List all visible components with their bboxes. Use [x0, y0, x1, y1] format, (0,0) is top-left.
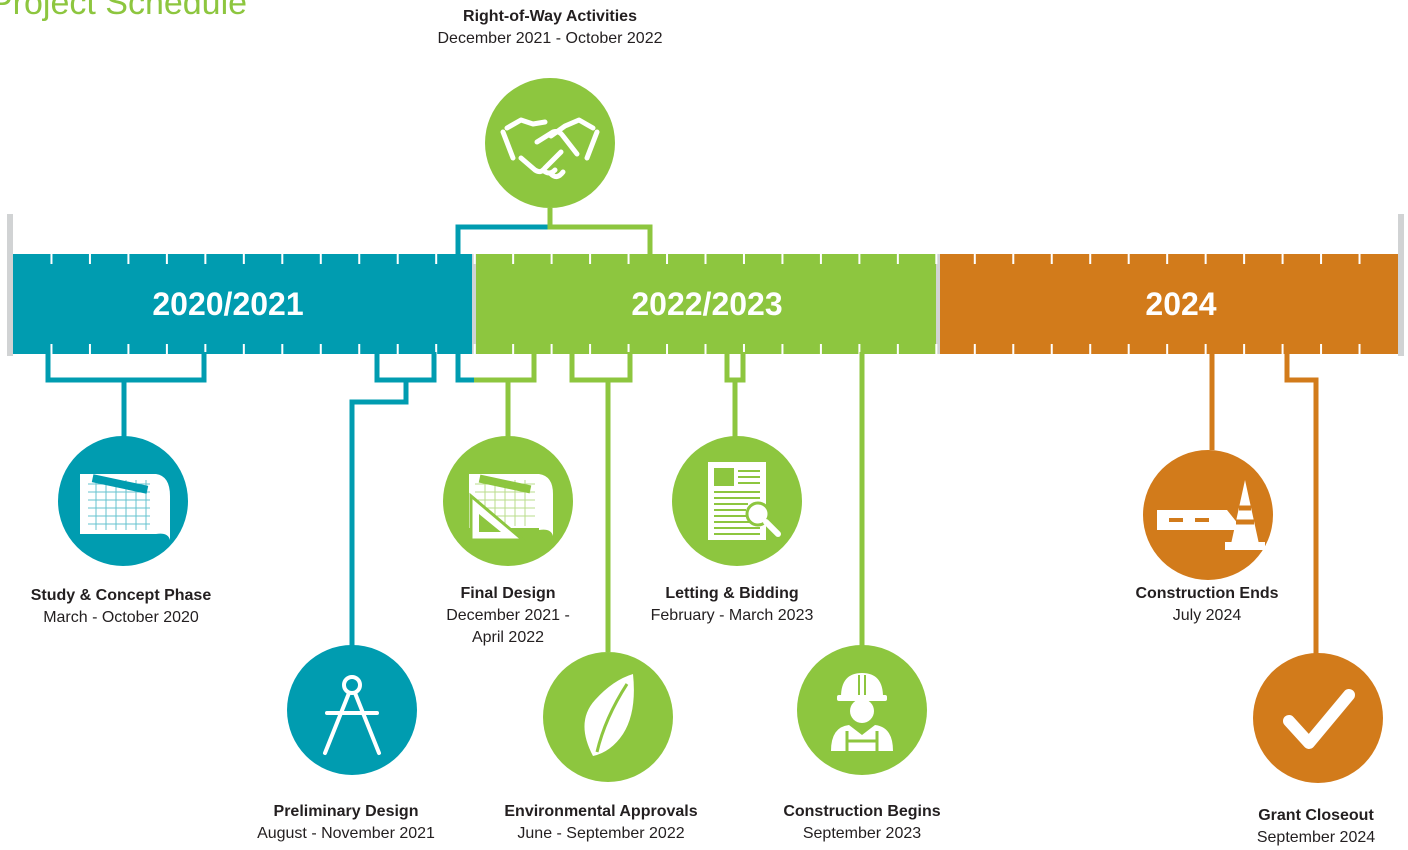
milestone-date: February - March 2023: [650, 607, 814, 624]
milestone-name: Letting & Bidding: [665, 585, 799, 602]
milestone-date: December 2021 -: [446, 607, 570, 624]
connector-letting-bidding: [724, 352, 746, 440]
page-title: Project Schedule: [0, 0, 248, 22]
milestone-circle-preliminary-design: [287, 645, 417, 775]
milestone-name: Preliminary Design: [273, 803, 419, 820]
checkmark-icon: [1283, 689, 1355, 749]
milestone-circle-construction-ends: [1143, 450, 1273, 580]
phase-label-2022-2023: 2022/2023: [631, 286, 782, 322]
milestone-date: December 2021 - October 2022: [437, 30, 663, 47]
milestone-name: Construction Ends: [1135, 585, 1279, 602]
milestone-circle-letting-bidding: [672, 436, 802, 566]
milestone-name: Right-of-Way Activities: [463, 8, 637, 25]
milestone-circle-environmental: [543, 652, 673, 782]
phase-bar-2022-2023: [474, 254, 938, 354]
milestone-name: Study & Concept Phase: [30, 587, 212, 604]
connector-environmental: [569, 352, 633, 652]
phase-bar-2020-2021: [13, 254, 474, 354]
milestone-circle-final-design: [443, 436, 573, 566]
drafting-icon: [469, 474, 553, 542]
connector-preliminary-design: [349, 352, 437, 650]
milestone-label-final-design: Final Design December 2021 - April 2022: [420, 583, 596, 649]
phase-divider: [472, 254, 476, 354]
milestone-circle-right-of-way: [485, 78, 615, 208]
phase-bar-2024: [938, 254, 1398, 354]
connector-final-design: [474, 352, 537, 440]
milestone-label-construction-ends: Construction Ends July 2024: [1102, 583, 1312, 627]
milestone-label-study-concept: Study & Concept Phase March - October 20…: [0, 585, 242, 629]
phase-label-2024: 2024: [1145, 286, 1216, 322]
milestone-label-right-of-way: Right-of-Way Activities December 2021 - …: [400, 6, 700, 50]
milestone-label-grant-closeout: Grant Closeout September 2024: [1226, 805, 1406, 849]
milestone-name: Final Design: [460, 585, 556, 602]
milestone-label-environmental: Environmental Approvals June - September…: [470, 801, 732, 845]
milestone-date: July 2024: [1172, 607, 1242, 624]
milestone-date: March - October 2020: [43, 609, 199, 626]
timeline-left-cap: [7, 214, 13, 356]
milestone-date: August - November 2021: [257, 825, 435, 842]
construction-worker-icon: [831, 673, 893, 751]
milestone-date: June - September 2022: [517, 825, 685, 842]
milestone-name: Environmental Approvals: [504, 803, 698, 820]
milestone-date: April 2022: [471, 629, 545, 646]
document-search-icon: [708, 462, 781, 540]
month-ticks: [50, 254, 1361, 354]
connector-grant-closeout: [1284, 352, 1319, 660]
milestone-name: Construction Begins: [783, 803, 941, 820]
connector-final-design-start: [455, 352, 474, 383]
timeline-right-cap: [1398, 214, 1404, 356]
connector-study-concept: [45, 352, 207, 440]
milestone-date: September 2024: [1256, 829, 1376, 846]
handshake-icon: [500, 117, 600, 180]
blueprint-icon: [80, 474, 170, 540]
milestone-date: September 2023: [802, 825, 922, 842]
phase-divider: [936, 254, 940, 354]
leaf-icon: [584, 674, 634, 756]
milestone-circle-study-concept: [58, 436, 188, 566]
milestone-circle-construction-begins: [797, 645, 927, 775]
milestone-label-letting-bidding: Letting & Bidding February - March 2023: [622, 583, 842, 627]
milestone-label-construction-begins: Construction Begins September 2023: [752, 801, 972, 845]
connector-right-of-way: [455, 208, 653, 256]
milestone-name: Grant Closeout: [1258, 807, 1374, 824]
road-cone-icon: [1157, 480, 1265, 550]
milestone-circle-grant-closeout: [1253, 653, 1383, 783]
compass-icon: [323, 675, 381, 755]
milestone-label-preliminary-design: Preliminary Design August - November 202…: [222, 801, 470, 845]
phase-label-2020-2021: 2020/2021: [152, 286, 303, 322]
